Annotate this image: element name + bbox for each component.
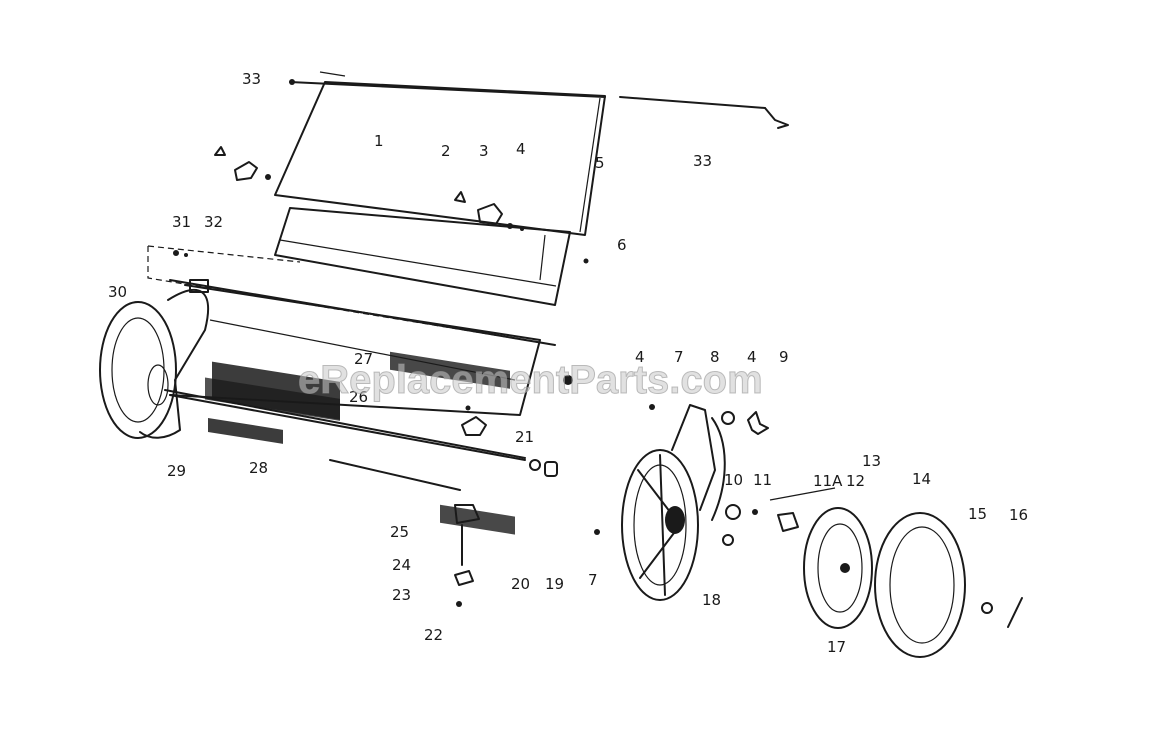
callout-label: 2 (441, 142, 451, 160)
callout-label: 18 (702, 591, 721, 609)
hopper-plate (274, 207, 571, 306)
callout-label: 4 (747, 348, 757, 366)
watermark-text: eReplacementParts.com (298, 358, 763, 402)
callout-label: 33 (242, 70, 261, 88)
callout-label: 7 (588, 571, 598, 589)
callout-label: 22 (424, 626, 443, 644)
callout-label: 6 (617, 236, 627, 254)
callout-label: 11 (753, 471, 772, 489)
callout-label: 28 (249, 459, 268, 477)
callout-label: 31 (172, 213, 191, 231)
callout-label: 25 (390, 523, 409, 541)
callout-label: 9 (779, 348, 789, 366)
callout-label: 30 (108, 283, 127, 301)
callout-label: 27 (354, 350, 373, 368)
right-tire (874, 512, 966, 658)
callout-label: 14 (912, 470, 931, 488)
callout-label: 5 (595, 154, 605, 172)
callout-label: 32 (204, 213, 223, 231)
callout-label: 1 (374, 132, 384, 150)
center-hardware (461, 375, 573, 436)
hopper-lid (274, 81, 606, 236)
axle (169, 394, 558, 477)
callout-label: 33 (693, 152, 712, 170)
callout-label: 10 (724, 471, 743, 489)
gear-hardware (721, 411, 836, 546)
top-rod (289, 71, 789, 129)
callout-label: 4 (516, 140, 526, 158)
callout-label: 19 (545, 575, 564, 593)
hub-plate (803, 507, 873, 629)
callout-label: 29 (167, 462, 186, 480)
callout-label: 17 (827, 638, 846, 656)
lid-hardware (214, 146, 589, 264)
callout-label: 4 (635, 348, 645, 366)
tire-fasteners (981, 597, 1023, 628)
callout-label: 21 (515, 428, 534, 446)
callout-label: 16 (1009, 506, 1028, 524)
callout-label: 3 (479, 142, 489, 160)
callout-label: 24 (392, 556, 411, 574)
axle-guide (147, 245, 556, 346)
callout-label: 11A (813, 472, 843, 490)
callouts: 33 1 2 3 4 5 33 6 31 32 30 4 7 8 4 9 27 … (108, 70, 1028, 656)
wheel-housing (594, 404, 726, 601)
callout-label: 20 (511, 575, 530, 593)
callout-label: 13 (862, 452, 881, 470)
left-wheel (99, 279, 210, 439)
callout-label: 7 (674, 348, 684, 366)
adjuster-assembly (454, 504, 480, 607)
callout-label: 12 (846, 472, 865, 490)
callout-label: 15 (968, 505, 987, 523)
callout-label: 26 (349, 388, 368, 406)
callout-label: 23 (392, 586, 411, 604)
callout-label: 8 (710, 348, 720, 366)
